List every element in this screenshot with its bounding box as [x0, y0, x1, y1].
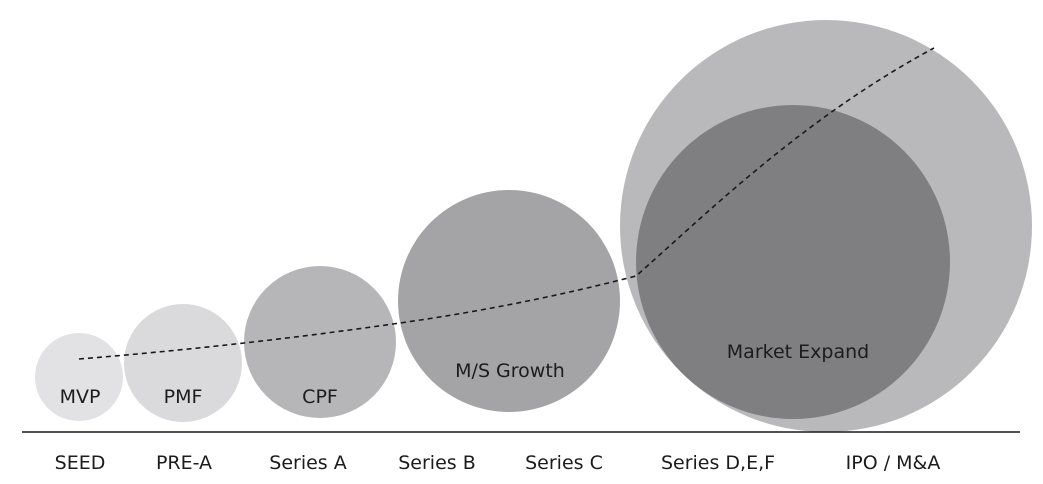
stage-label-pre-a: PRE-A	[156, 452, 212, 474]
bubble-mvp	[35, 333, 123, 421]
stage-label-series-a: Series A	[269, 452, 346, 474]
stage-label-series-def: Series D,E,F	[661, 452, 775, 474]
stage-label-series-c: Series C	[525, 452, 603, 474]
bubble-label-ms-growth: M/S Growth	[455, 360, 565, 382]
stage-label-seed: SEED	[55, 452, 106, 474]
bubble-label-market-expand: Market Expand	[727, 341, 869, 363]
bubble-pmf	[124, 304, 242, 422]
bubble-label-cpf: CPF	[302, 386, 338, 408]
stage-label-ipo-ma: IPO / M&A	[846, 452, 941, 474]
bubble-market-expand	[636, 105, 950, 419]
stage-label-series-b: Series B	[398, 452, 476, 474]
bubble-ms-growth	[398, 190, 620, 412]
bubble-label-pmf: PMF	[164, 386, 203, 408]
bubble-cpf	[244, 266, 396, 418]
bubble-label-mvp: MVP	[60, 386, 101, 408]
